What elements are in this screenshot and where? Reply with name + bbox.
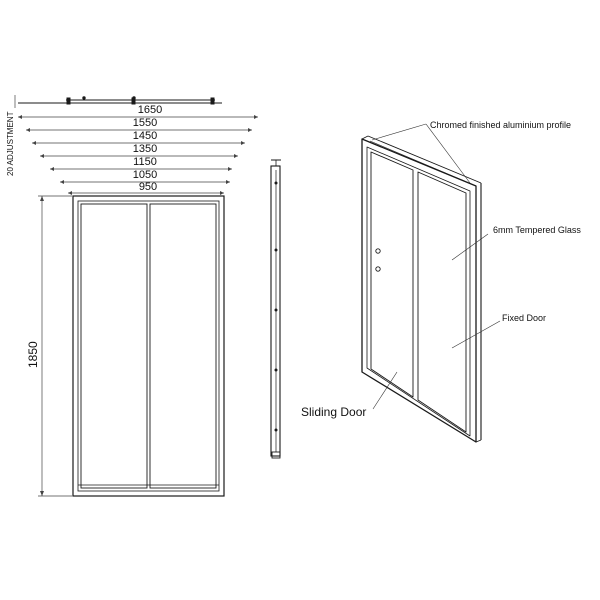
top-rail-clip <box>210 97 215 105</box>
callout-glass: 6mm Tempered Glass <box>493 225 581 235</box>
door-outer-frame <box>72 195 225 497</box>
height-dimension <box>38 195 72 497</box>
callout-fixed-door: Fixed Door <box>502 313 546 323</box>
width-label-1650: 1650 <box>138 104 162 116</box>
door-inner-frame <box>77 200 220 492</box>
perspective-inner-frame <box>366 146 471 437</box>
perspective-depth-top <box>361 135 369 140</box>
side-profile-bottom <box>271 451 281 459</box>
callout-leaders <box>371 123 501 410</box>
side-profile <box>270 159 281 459</box>
top-rail-screw <box>82 96 86 100</box>
leader-profile-1 <box>371 123 427 141</box>
leader-sliding-door <box>372 371 398 410</box>
perspective-depth-top-2 <box>367 135 482 184</box>
fixed-panel <box>149 203 217 489</box>
side-profile-outer <box>270 165 281 457</box>
side-profile-fixing <box>274 181 278 185</box>
top-rail-screw <box>132 96 136 100</box>
perspective-depth-bottom <box>475 439 482 443</box>
leader-profile-2 <box>425 123 471 184</box>
side-profile-fixing <box>274 368 278 372</box>
front-elevation <box>18 96 225 497</box>
width-label-1550: 1550 <box>133 117 157 129</box>
side-profile-fixing <box>274 308 278 312</box>
width-label-1450: 1450 <box>133 130 157 142</box>
width-label-1050: 1050 <box>133 169 157 181</box>
width-label-1150: 1150 <box>133 156 157 168</box>
callout-sliding-door: Sliding Door <box>301 405 366 419</box>
leader-glass <box>451 233 489 261</box>
sliding-door-panel <box>370 151 414 398</box>
door-handle <box>375 248 381 254</box>
side-profile-fixing <box>274 248 278 252</box>
leader-fixed-door <box>451 320 501 349</box>
side-profile-fixing <box>274 428 278 432</box>
width-label-1350: 1350 <box>133 143 157 155</box>
perspective-outer-frame <box>361 138 477 443</box>
top-rail-clip <box>66 97 71 105</box>
fixed-door-panel <box>417 171 467 433</box>
height-label: 1850 <box>26 341 40 368</box>
callout-profile: Chromed finished aluminium profile <box>430 120 571 130</box>
adjustment-label: 20 ADJUSTMENT <box>6 111 15 176</box>
sliding-panel <box>80 203 148 489</box>
perspective-view <box>361 135 482 443</box>
door-handle <box>375 266 381 272</box>
width-label-950: 950 <box>139 181 157 193</box>
perspective-top-rail <box>369 140 475 186</box>
width-dimensions <box>18 115 258 195</box>
